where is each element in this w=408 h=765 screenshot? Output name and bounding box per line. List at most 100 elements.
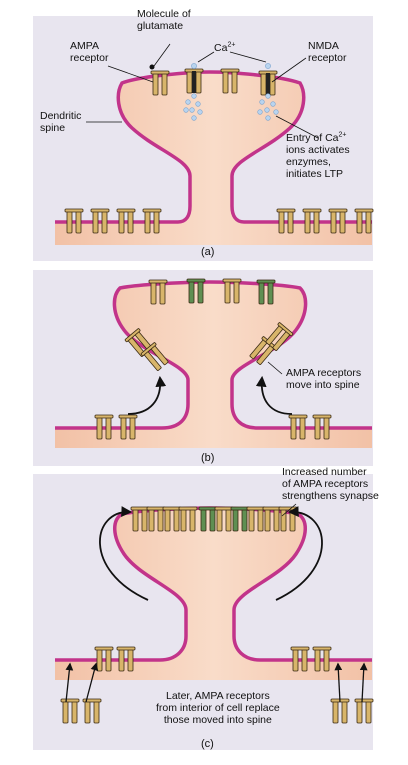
ampa-receptor-b-shaft-left-2 [118, 414, 138, 440]
arc-arrow-left [99, 506, 149, 601]
ampa-receptor-b-inserting-right-2 [265, 322, 294, 351]
panel-a [55, 43, 374, 245]
up-arrow-4 [359, 662, 368, 703]
panel-label-c: (c) [201, 738, 214, 750]
receptor-c-top-4 [178, 506, 198, 532]
label-move-line1: AMPA receptors [286, 367, 362, 379]
nmda-receptor-b-2 [256, 279, 276, 305]
dendrite-shaft-c [55, 508, 372, 680]
ampa-receptor-a-shaft-left-3 [116, 208, 136, 234]
leader-ca-2 [229, 51, 267, 63]
ampa-receptor-b-inserting-left-2 [140, 342, 169, 371]
label-increased-line1: Increased number [282, 466, 367, 478]
dendrite-shaft-b [55, 282, 372, 448]
ampa-receptor-c-shaft-right-1 [290, 646, 310, 672]
receptor-c-top-9 [262, 506, 282, 532]
label-later-line1: Later, AMPA receptors [166, 690, 270, 702]
label-nmda-line1: NMDA [308, 40, 339, 52]
glutamate-molecule [149, 64, 155, 70]
nmda-receptor-b-1 [186, 278, 206, 304]
receptor-c-top-7 [230, 506, 250, 532]
receptor-c-top-6 [214, 506, 234, 532]
panel-label-a: (a) [201, 246, 215, 258]
label-entry-line4: initiates LTP [286, 168, 343, 180]
receptor-c-top-2 [146, 506, 166, 532]
receptor-c-top-8 [246, 506, 266, 532]
ampa-receptor-c-interior-4 [354, 698, 374, 724]
label-increased-line2: of AMPA receptors [282, 478, 369, 490]
label-increased-number: Increased number of AMPA receptors stren… [282, 466, 379, 502]
leader-molecule [153, 43, 171, 67]
label-dendritic-line2: spine [40, 122, 66, 134]
label-calcium-charge: 2+ [227, 41, 236, 49]
label-calcium: Ca2+ [214, 41, 236, 55]
leader-entry [275, 115, 319, 139]
label-later-replace: Later, AMPA receptors from interior of c… [156, 690, 280, 726]
ampa-receptor-a-shaft-left-2 [90, 208, 110, 234]
label-dendritic-line1: Dendritic [40, 110, 82, 122]
label-glutamate: Molecule of glutamate [137, 8, 191, 32]
receptor-c-top-3 [162, 506, 182, 532]
ampa-receptor-a-top-2 [220, 68, 240, 94]
leader-nmda [271, 57, 307, 83]
calcium-ions [183, 63, 279, 121]
ampa-receptor-c-interior-3 [330, 698, 350, 724]
ampa-receptor-c-shaft-left-2 [116, 646, 136, 672]
arc-arrow-right [275, 506, 323, 601]
nmda-receptor-a-2 [258, 70, 278, 96]
ampa-receptor-b-inserting-right-1 [249, 336, 278, 365]
move-arrow-left [127, 375, 167, 415]
leader-increased [281, 503, 297, 517]
up-arrow-3 [334, 662, 343, 703]
panel-b [55, 278, 372, 448]
ampa-receptor-c-interior-1 [60, 698, 80, 724]
label-later-line3: those moved into spine [163, 714, 272, 726]
receptor-c-top-1 [130, 506, 150, 532]
panel-c [55, 503, 374, 724]
ampa-receptor-c-shaft-right-2 [312, 646, 332, 672]
label-move-into-spine: AMPA receptors move into spine [286, 367, 361, 391]
spine-membrane-a [55, 70, 372, 224]
receptor-c-top-5 [198, 506, 218, 532]
label-nmda-receptor: NMDA receptor [308, 40, 347, 64]
label-calcium-base: Ca [214, 42, 228, 54]
leader-ampa [107, 65, 154, 83]
ampa-receptor-a-shaft-right-4 [354, 208, 374, 234]
label-entry-line2: ions activates [286, 144, 350, 156]
ampa-receptor-b-top-1 [148, 279, 168, 305]
ampa-receptor-b-shaft-left-1 [94, 414, 114, 440]
label-increased-line3: strengthens synapse [282, 490, 379, 502]
label-ampa-line2: receptor [70, 52, 109, 64]
panel-label-b: (b) [201, 452, 215, 464]
up-arrow-1 [65, 662, 74, 703]
ampa-receptor-a-top-1 [150, 70, 170, 96]
nmda-receptor-a-1 [184, 68, 204, 94]
ampa-receptor-b-shaft-right-2 [312, 414, 332, 440]
label-entry-line1: Entry of Ca2+ [286, 131, 347, 145]
label-nmda-line2: receptor [308, 52, 347, 64]
leader-move [267, 361, 283, 375]
ampa-receptor-a-shaft-right-1 [276, 208, 296, 234]
ampa-receptor-b-inserting-left-1 [124, 328, 153, 357]
label-dendritic-spine: Dendritic spine [40, 110, 81, 134]
dendrite-shaft-a [55, 72, 372, 245]
ampa-receptor-c-shaft-left-1 [94, 646, 114, 672]
ampa-receptor-b-top-2 [222, 278, 242, 304]
up-arrow-2 [85, 662, 99, 703]
label-move-line2: move into spine [286, 379, 360, 391]
label-glutamate-line2: glutamate [137, 20, 184, 32]
ampa-receptor-a-shaft-left-4 [142, 208, 162, 234]
ampa-receptor-a-shaft-right-3 [328, 208, 348, 234]
ampa-receptor-a-shaft-right-2 [302, 208, 322, 234]
label-entry-line3: enzymes, [286, 156, 331, 168]
label-later-line2: from interior of cell replace [156, 702, 280, 714]
move-arrow-right [255, 375, 293, 415]
label-entry-calcium: Entry of Ca2+ ions activates enzymes, in… [286, 131, 350, 181]
label-ampa-line1: AMPA [70, 40, 99, 52]
ampa-receptor-c-interior-2 [82, 698, 102, 724]
leader-ca-1 [197, 51, 215, 63]
ampa-receptor-b-shaft-right-1 [288, 414, 308, 440]
spine-membrane-b [55, 280, 372, 430]
